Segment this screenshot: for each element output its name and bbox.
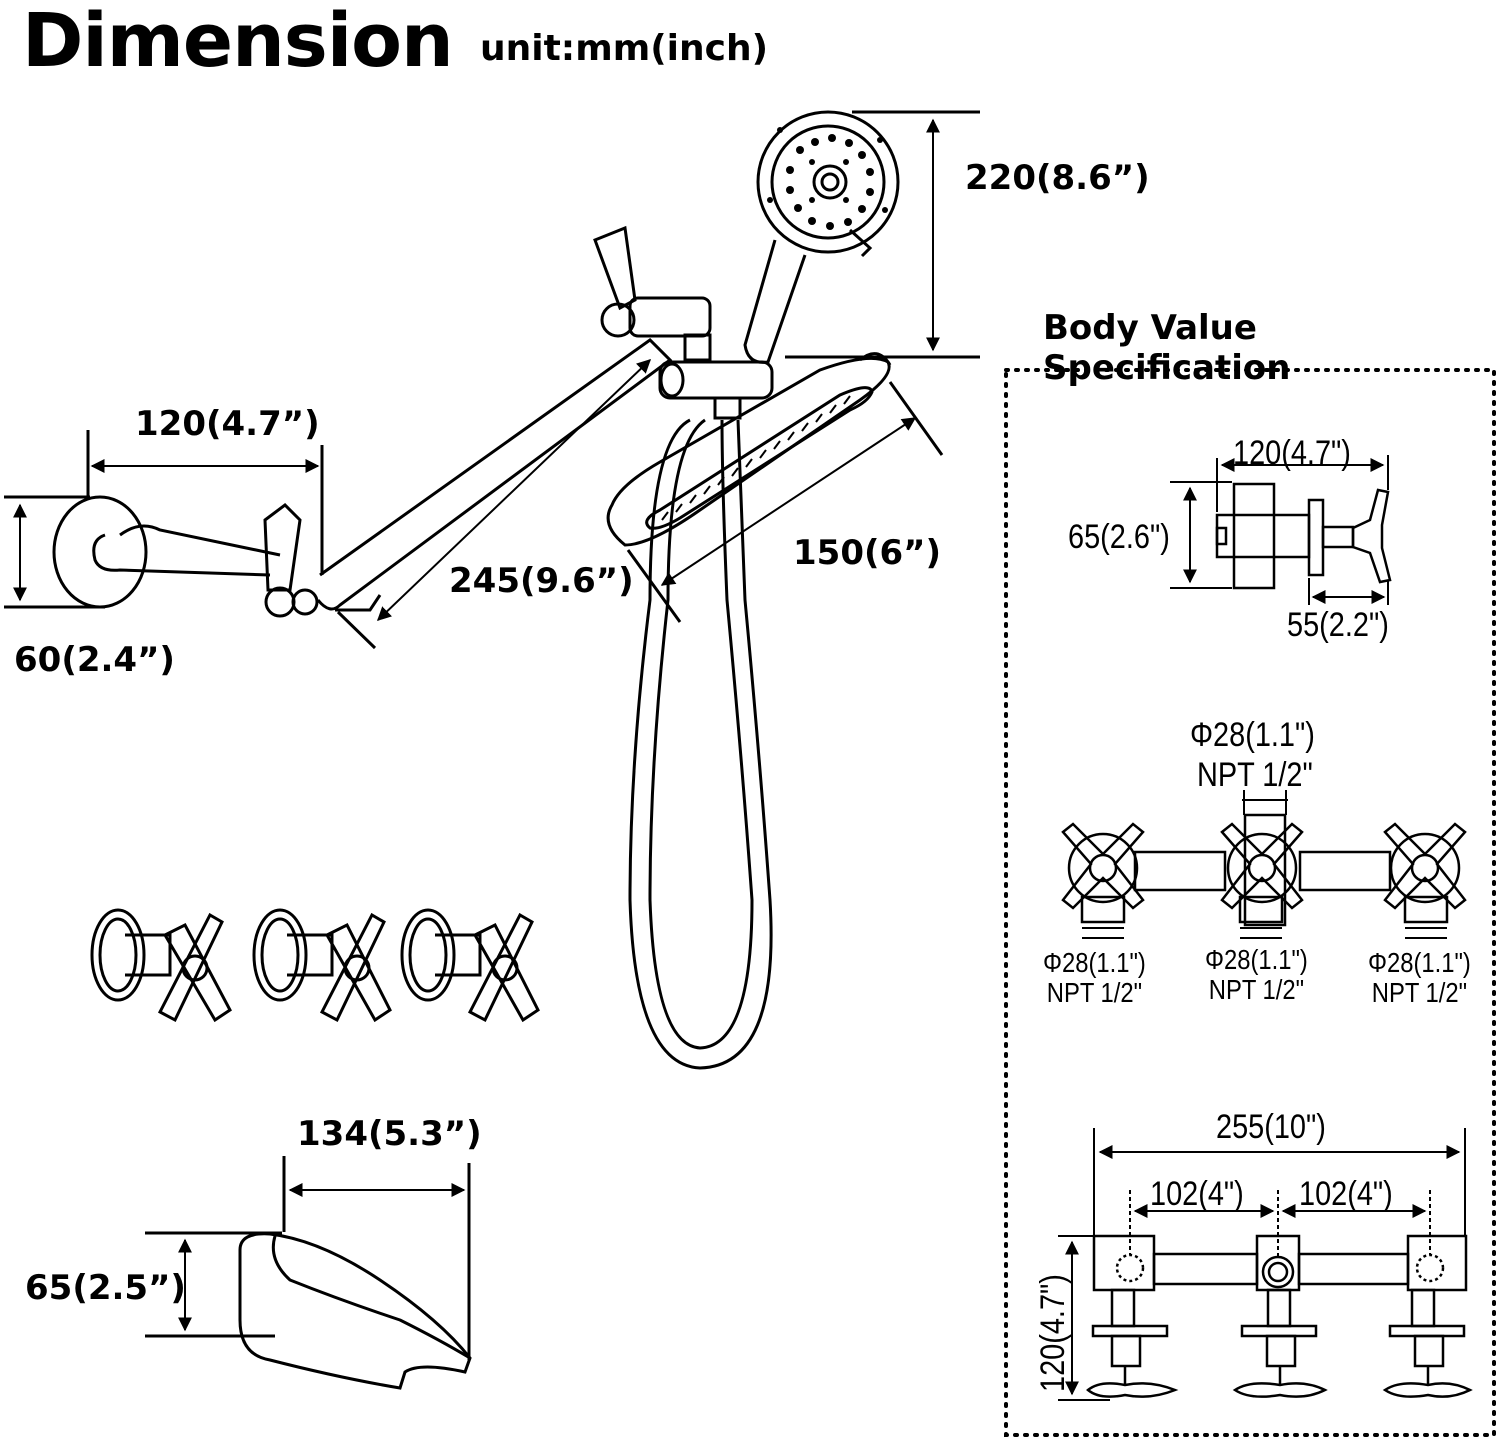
rain-head-dimension: [626, 381, 944, 623]
valve-height-label: 65(2.6"): [1068, 518, 1170, 556]
rain-head-nozzle-band: [661, 395, 851, 521]
arm-length-dimension: [336, 359, 652, 650]
bottom-port-right: Φ28(1.1") NPT 1/2": [1368, 948, 1471, 1008]
cross-handle-1: [90, 908, 232, 1023]
tub-spout: [238, 1232, 472, 1390]
arm-reach-dimension: [86, 430, 324, 575]
flange-height-dimension: [4, 495, 105, 609]
top-port-diameter-label: Φ28(1.1"): [1190, 716, 1315, 754]
wall-flange: [52, 495, 148, 609]
valve-side-view: [1215, 482, 1392, 590]
spacing-left-label: 102(4"): [1150, 1175, 1244, 1213]
rain-shower-head: [606, 352, 892, 547]
rain-head-diameter-label: 150(6”): [793, 533, 942, 573]
spout-length-label: 134(5.3”): [297, 1114, 482, 1154]
spacing-right-label: 102(4"): [1299, 1175, 1393, 1213]
valve-side-dimensions: [1170, 455, 1389, 605]
front-cross-handles: [1061, 822, 1467, 910]
spec-box: [1004, 368, 1496, 1437]
arm-reach-label: 120(4.7”): [135, 404, 320, 444]
port-diameter: Φ28(1.1"): [1043, 947, 1146, 978]
port-thread: NPT 1/2": [1371, 977, 1468, 1008]
page-title: Dimension: [22, 0, 454, 84]
body-height-label: 120(4.7"): [1034, 1274, 1072, 1392]
spec-title: Body Value Specification: [1043, 308, 1291, 388]
valve-depth-label: 55(2.2"): [1287, 606, 1389, 644]
bottom-port-left: Φ28(1.1") NPT 1/2": [1043, 948, 1146, 1008]
arm-length-label: 245(9.6”): [449, 561, 634, 601]
handheld-nozzles: [767, 127, 888, 230]
handheld-shower: [743, 110, 900, 364]
valve-width-label: 120(4.7"): [1233, 434, 1351, 472]
bottom-port-middle: Φ28(1.1") NPT 1/2": [1205, 945, 1308, 1005]
flange-height-label: 60(2.4”): [14, 640, 175, 680]
shower-hose: [628, 418, 773, 1070]
top-port-thread-label: NPT 1/2": [1197, 756, 1313, 794]
spout-height-dimension: [145, 1231, 282, 1338]
handheld-height-dimension: [785, 110, 980, 359]
port-thread: NPT 1/2": [1046, 977, 1143, 1008]
overall-width-label: 255(10"): [1216, 1108, 1326, 1146]
valve-top-view: [1086, 1234, 1473, 1398]
diverter-bracket: [593, 225, 774, 420]
valve-top-dimensions: [1058, 1128, 1466, 1401]
unit-label: unit:mm(inch): [480, 28, 769, 69]
spout-length-dimension: [282, 1156, 471, 1360]
port-diameter: Φ28(1.1"): [1205, 944, 1308, 975]
port-thread: NPT 1/2": [1208, 974, 1305, 1005]
handheld-height-label: 220(8.6”): [965, 158, 1150, 198]
port-diameter: Φ28(1.1"): [1368, 947, 1471, 978]
cross-handle-set: [90, 908, 540, 1023]
spout-height-label: 65(2.5”): [25, 1268, 186, 1308]
cross-handle-2: [252, 908, 392, 1023]
cross-handle-3: [400, 908, 540, 1023]
